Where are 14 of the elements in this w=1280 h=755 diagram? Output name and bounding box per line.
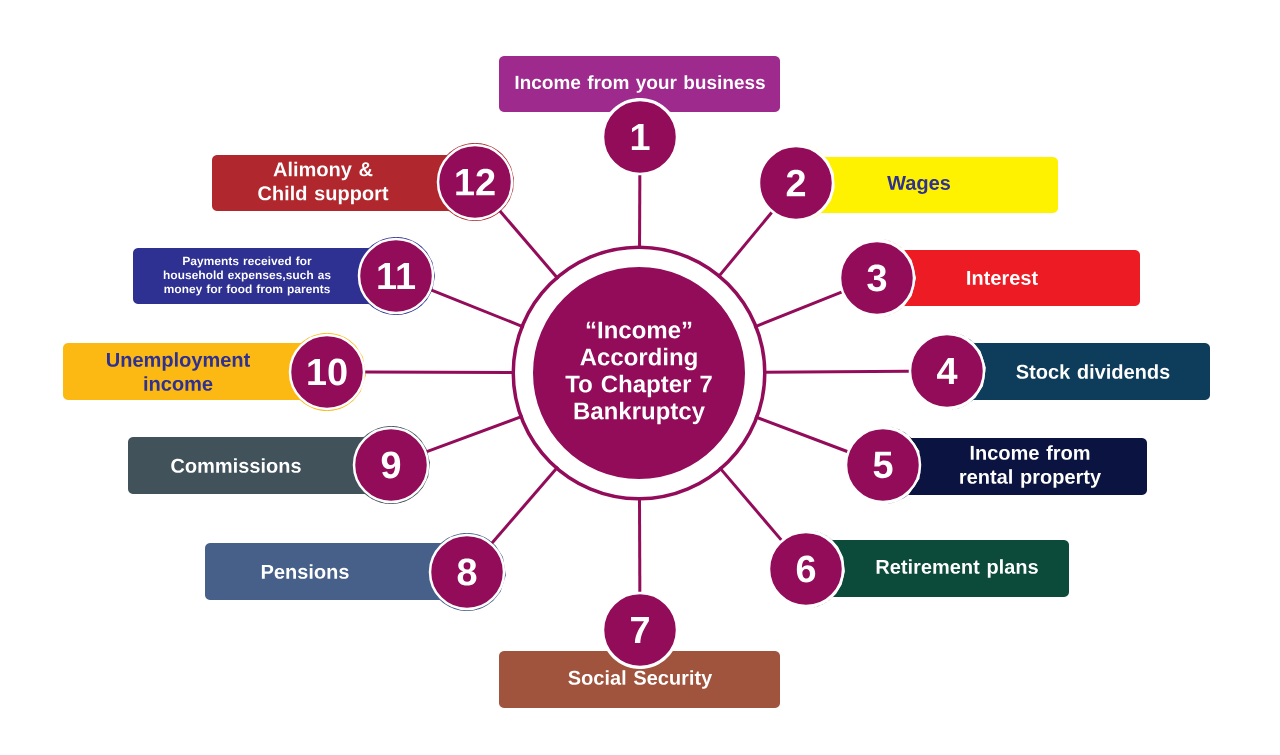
spoke-line [753,290,843,329]
label-box: Income from your business [499,56,780,112]
spoke-line [638,175,642,249]
spoke-line [365,370,515,375]
spoke-line [426,414,524,454]
spoke-line [718,466,783,541]
spoke-line [490,465,560,545]
spoke-line [763,369,909,374]
spoke-line [430,288,525,329]
spoke-line [716,211,773,279]
spoke-line [498,210,560,280]
spoke-line [754,415,848,453]
spoke-line [638,497,642,592]
label-box: Social Security [499,651,780,708]
